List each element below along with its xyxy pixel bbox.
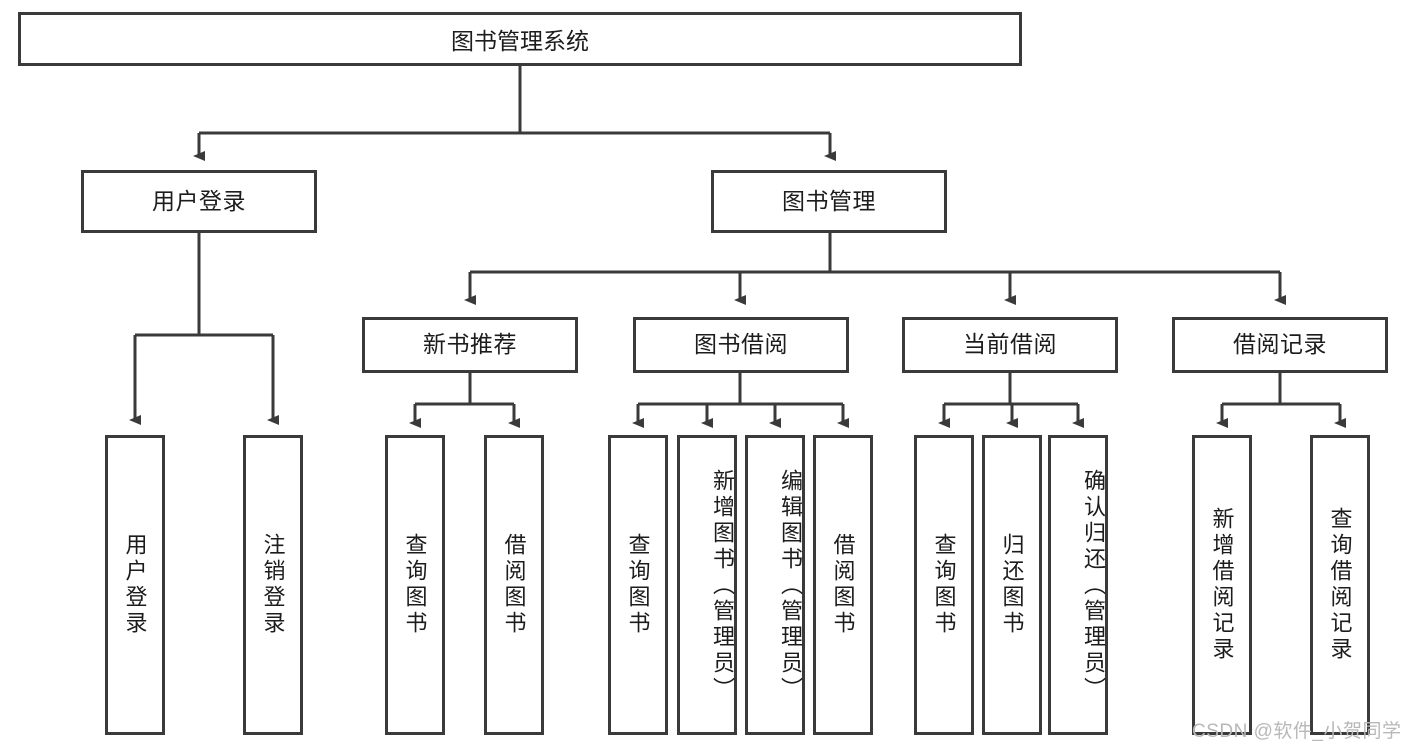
node-current-borrow[interactable]: 当前借阅 <box>902 317 1118 373</box>
csdn-watermark: CSDN @软件_小贺同学 <box>1192 721 1402 742</box>
node-borrow-record[interactable]: 借阅记录 <box>1172 317 1388 373</box>
leaf-borrow-book-borrow[interactable]: 借阅图书 <box>813 435 873 735</box>
node-new-book-recommend[interactable]: 新书推荐 <box>362 317 578 373</box>
node-root-system[interactable]: 图书管理系统 <box>18 12 1022 66</box>
leaf-borrow-book-recommend[interactable]: 借阅图书 <box>484 435 544 735</box>
leaf-add-borrow-record[interactable]: 新增借阅记录 <box>1192 435 1252 735</box>
leaf-query-borrow-record[interactable]: 查询借阅记录 <box>1310 435 1370 735</box>
leaf-query-book-current[interactable]: 查询图书 <box>914 435 974 735</box>
leaf-return-book[interactable]: 归还图书 <box>982 435 1042 735</box>
leaf-confirm-return-admin[interactable]: 确认归还（管理员） <box>1048 435 1108 735</box>
leaf-add-book-admin[interactable]: 新增图书（管理员） <box>677 435 737 735</box>
node-user-login[interactable]: 用户登录 <box>81 170 317 233</box>
leaf-logout-login[interactable]: 注销登录 <box>243 435 303 735</box>
node-book-manage[interactable]: 图书管理 <box>711 170 947 233</box>
leaf-query-book-borrow[interactable]: 查询图书 <box>608 435 668 735</box>
leaf-edit-book-admin[interactable]: 编辑图书（管理员） <box>745 435 805 735</box>
leaf-query-book-recommend[interactable]: 查询图书 <box>385 435 445 735</box>
leaf-user-login[interactable]: 用户登录 <box>105 435 165 735</box>
node-book-borrow[interactable]: 图书借阅 <box>633 317 849 373</box>
